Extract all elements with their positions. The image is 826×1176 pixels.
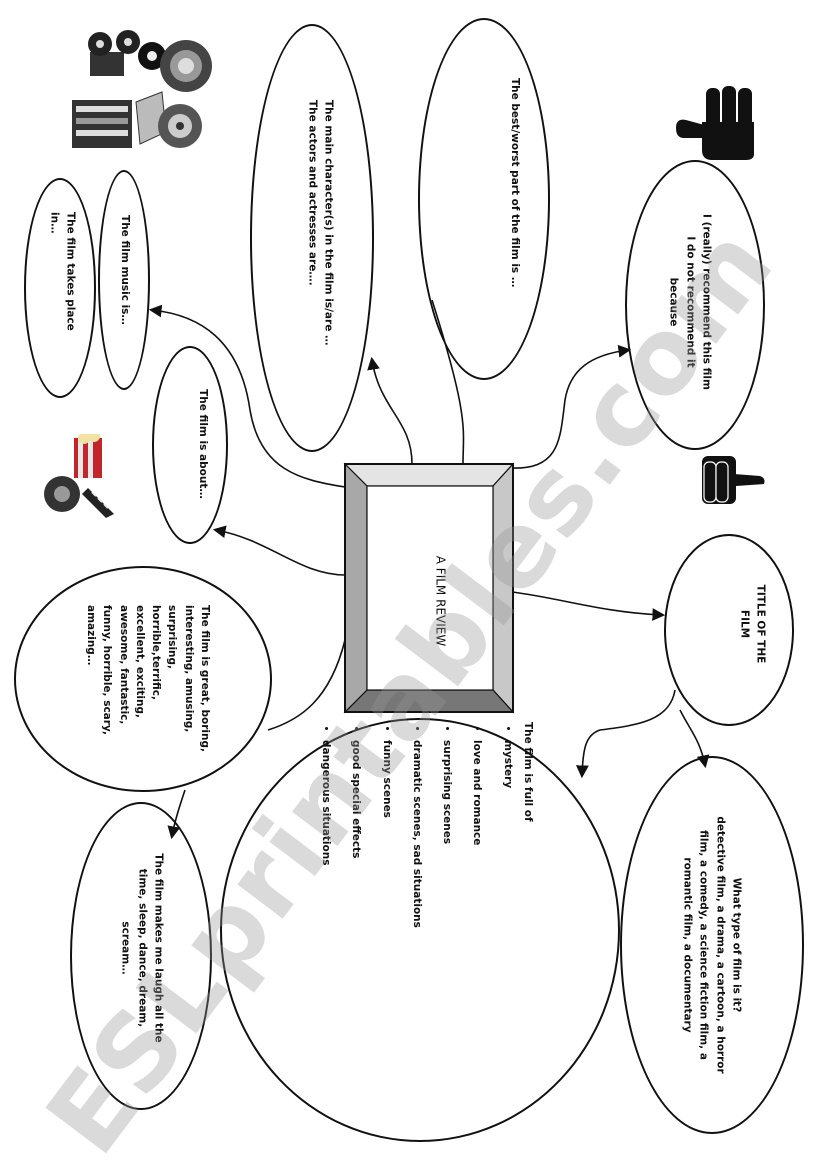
title-of-film-text: TITLE OF THE FILM bbox=[738, 584, 767, 664]
thumbs-up-icon bbox=[676, 86, 754, 160]
type-heading: What type of film is it? bbox=[730, 877, 743, 1013]
popcorn-film-icon bbox=[44, 434, 114, 518]
recommend-line2: I do not recommend it bbox=[684, 236, 697, 368]
full-of-heading: The film is full of bbox=[522, 722, 535, 822]
film-equipment-icon bbox=[72, 30, 212, 148]
main-characters-line1: The main character(s) in the film is/are… bbox=[322, 100, 335, 346]
bubble-recommend bbox=[625, 160, 765, 450]
bubble-main-characters bbox=[250, 24, 374, 452]
bubble-full-of bbox=[220, 718, 620, 1142]
makes-me-text: The film makes me laugh all the time, sl… bbox=[119, 853, 165, 1043]
bubble-about bbox=[152, 346, 228, 544]
list-item: funny scenes bbox=[378, 740, 394, 1042]
full-of-text: The film is full of mystery love and rom… bbox=[304, 722, 536, 1042]
list-item: good special effects bbox=[348, 740, 364, 1042]
full-of-list: mystery love and romance surprising scen… bbox=[318, 722, 516, 1042]
bubble-opinion bbox=[14, 566, 272, 792]
type-text: What type of film is it? detective film,… bbox=[679, 815, 744, 1075]
list-item: dramatic scenes, sad situations bbox=[409, 740, 425, 1042]
recommend-text: I (really) recommend this film I do not … bbox=[666, 202, 715, 402]
list-item: love and romance bbox=[469, 740, 485, 1042]
bubble-title-of-film bbox=[664, 534, 794, 726]
thumbs-down-icon bbox=[702, 456, 765, 504]
list-item: mystery bbox=[500, 740, 516, 1042]
opinion-text: The film is great, boring, interesting, … bbox=[85, 605, 212, 752]
recommend-line1: I (really) recommend this film bbox=[700, 214, 713, 390]
recommend-line3: because bbox=[667, 277, 680, 327]
about-text: The film is about… bbox=[197, 389, 210, 499]
list-item: surprising scenes bbox=[439, 740, 455, 1042]
bubble-best-worst bbox=[418, 18, 550, 380]
bubble-makes-me bbox=[70, 802, 212, 1110]
list-item: dangerous situations bbox=[318, 740, 334, 1042]
bubble-type bbox=[620, 756, 804, 1134]
main-characters-text: The main character(s) in the film is/are… bbox=[304, 100, 337, 380]
main-characters-line2: The actors and actresses are…. bbox=[306, 100, 318, 286]
center-title: A FILM REVIEW bbox=[433, 555, 448, 647]
bubble-music bbox=[98, 170, 150, 390]
bubble-takes-place bbox=[24, 178, 96, 398]
takes-place-text: The film takes place in… bbox=[48, 212, 77, 331]
music-text: The film music is… bbox=[119, 215, 132, 325]
type-body: detective film, a drama, a cartoon, a ho… bbox=[681, 816, 727, 1074]
best-worst-text: The best/worst part of the film is … bbox=[509, 78, 522, 288]
